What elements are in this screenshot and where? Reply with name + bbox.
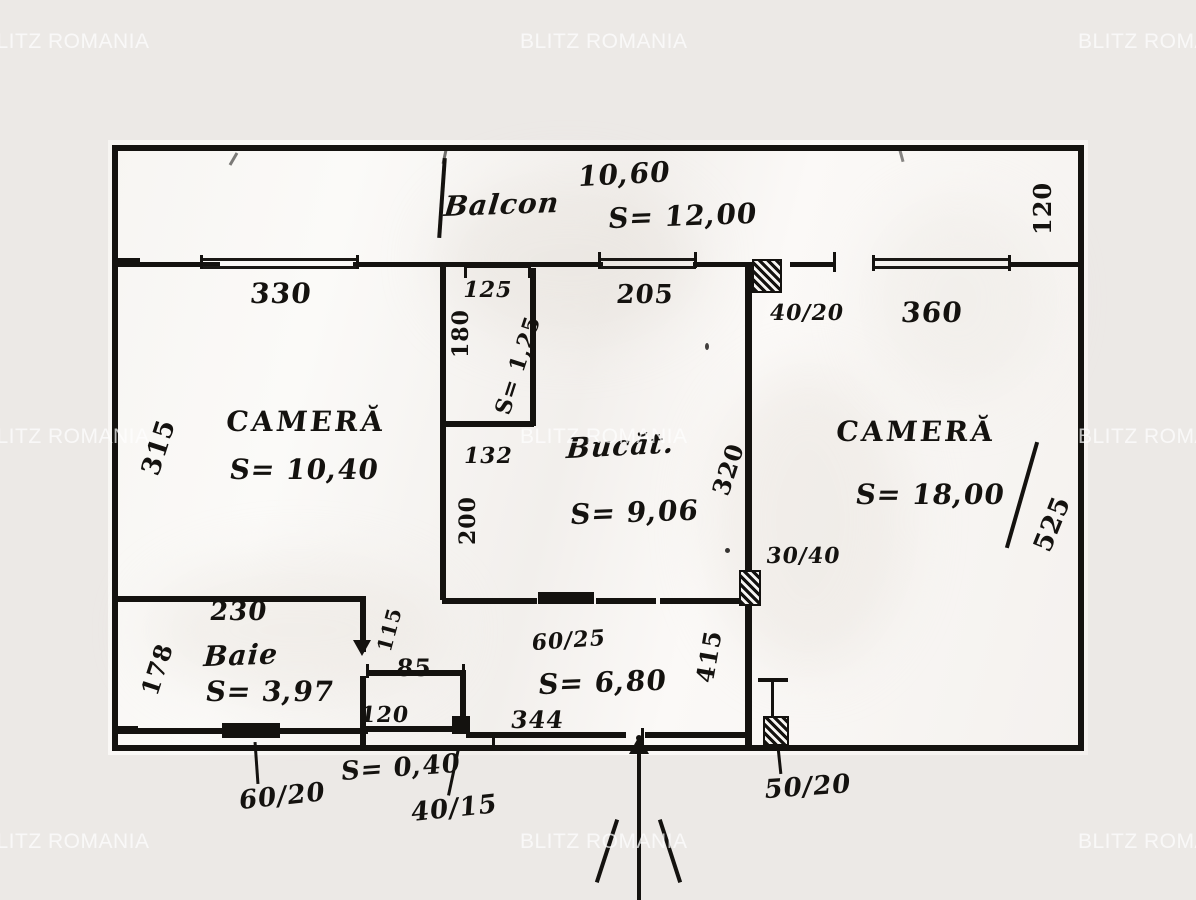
window-kitchen-top-b <box>598 266 696 269</box>
area-hol: S= 6,80 <box>536 663 669 702</box>
dim-hol-width: 344 <box>508 705 567 734</box>
dim-camera-right-width: 360 <box>899 296 965 329</box>
wall-balcony-bottom-left <box>112 262 220 267</box>
dim-tick <box>598 252 601 268</box>
wall-balcony-bottom-far-right <box>1010 262 1084 267</box>
dim-arrow-115 <box>353 640 371 656</box>
dim-wc-bottom: 120 <box>358 702 411 728</box>
dim-tick-hall <box>492 732 495 750</box>
wall-balcony-bottom-right <box>693 262 758 267</box>
opening-door-hall-kitchen: 60/25 <box>530 624 608 657</box>
entry-arrow-wing-right <box>657 818 683 884</box>
opening-door-room-right-bottom: 50/20 <box>762 768 853 806</box>
window-left-room-b <box>200 266 358 269</box>
door-wc-jamb <box>452 716 470 734</box>
opening-door-balcony-right: 40/20 <box>767 300 847 326</box>
wall-bath-right <box>360 596 366 652</box>
opening-window-kitchen-right: 30/40 <box>764 543 843 569</box>
door-room-right-bottom-jamb <box>763 716 789 746</box>
wall-hall-bottom-right <box>645 732 750 738</box>
window-right-room-b <box>873 266 1011 269</box>
door-bath-bottom-jamb <box>222 723 280 738</box>
wall-closet-bottom <box>442 421 534 427</box>
door-hall-kitchen-jamb <box>538 592 594 604</box>
window-left-room <box>200 258 358 261</box>
paper-background <box>108 140 1088 755</box>
wall-wc-top <box>366 670 466 676</box>
dim-camera-left-width: 330 <box>248 277 314 310</box>
dim-tick <box>528 262 531 278</box>
wall-exterior-right <box>1078 145 1084 751</box>
window-right-room <box>873 258 1011 261</box>
dim-tick-right-end <box>833 252 836 272</box>
stray-dot-kitchen <box>705 343 709 350</box>
door-balcony-right-jamb <box>752 259 782 293</box>
dim-tick <box>462 664 465 678</box>
area-camera-left: S= 10,40 <box>227 453 382 486</box>
wall-kitchen-bottom-left <box>442 598 537 604</box>
dim-kitchen-top: 205 <box>614 280 676 310</box>
wall-left-room-right <box>440 262 446 600</box>
wall-kitchen-bottom-right2 <box>660 598 752 604</box>
dim-tick <box>1008 255 1011 271</box>
wall-bath-top <box>118 596 366 602</box>
dim-tick-v <box>771 678 774 718</box>
room-label-camera-left: CAMERĂ <box>224 405 388 438</box>
dim-closet-top: 125 <box>460 277 515 303</box>
dim-tick-bath-left <box>118 726 138 730</box>
wall-hall-bottom <box>466 732 626 738</box>
dim-baie-width: 230 <box>207 597 270 627</box>
entry-arrow-stem <box>637 740 641 900</box>
dim-closet-left: 180 <box>448 309 474 358</box>
dim-tick <box>872 255 875 271</box>
entry-arrow-head <box>629 736 649 754</box>
area-bucatarie: S= 9,06 <box>568 493 701 532</box>
dim-kitchen-left: 200 <box>455 496 481 545</box>
wall-exterior-top <box>112 145 1084 151</box>
opening-door-bath-bottom: 60/20 <box>237 776 327 817</box>
area-balcon: S= 12,00 <box>606 196 760 236</box>
room-label-camera-right: CAMERĂ <box>834 415 998 448</box>
wall-wc-right <box>460 670 466 732</box>
room-label-balcon: Balcon <box>442 186 562 223</box>
dim-tick <box>356 255 359 269</box>
opening-door-wc-bottom: 40/15 <box>409 788 499 829</box>
wall-exterior-left <box>112 145 118 751</box>
wall-kitchen-right <box>745 262 752 600</box>
wall-bath-right-2 <box>360 676 366 746</box>
dim-right-top-height: 120 <box>1028 181 1057 235</box>
dim-wc-width: 85 <box>394 653 434 682</box>
window-kitchen-top <box>598 258 696 261</box>
stray-dot-hall <box>636 735 642 741</box>
wall-closet-right <box>530 268 536 426</box>
dim-tick <box>694 252 697 268</box>
room-label-bucatarie: Bucăt. <box>565 426 676 466</box>
dim-closet-bottom: 132 <box>461 443 515 469</box>
room-label-baie: Baie <box>202 637 280 674</box>
entry-arrow-wing-left <box>594 818 620 884</box>
dim-tick-left-wall <box>118 258 140 262</box>
stray-dot-kitchen-2 <box>725 548 730 553</box>
dim-balcon-width: 10,60 <box>575 155 673 194</box>
wall-exterior-bottom <box>112 745 1084 751</box>
window-kitchen-right-jamb <box>739 570 761 606</box>
area-baie: S= 3,97 <box>203 675 337 708</box>
wall-balcony-bottom-right2 <box>790 262 835 267</box>
wall-closet-top-stub <box>464 264 530 268</box>
wall-wc-bottom <box>366 726 466 732</box>
dim-tick <box>366 664 369 678</box>
wall-kitchen-bottom-right <box>596 598 656 604</box>
dim-tick <box>464 262 467 278</box>
dim-tick <box>200 255 203 269</box>
wall-right-room-left <box>745 604 752 745</box>
area-camera-right: S= 18,00 <box>853 478 1008 511</box>
